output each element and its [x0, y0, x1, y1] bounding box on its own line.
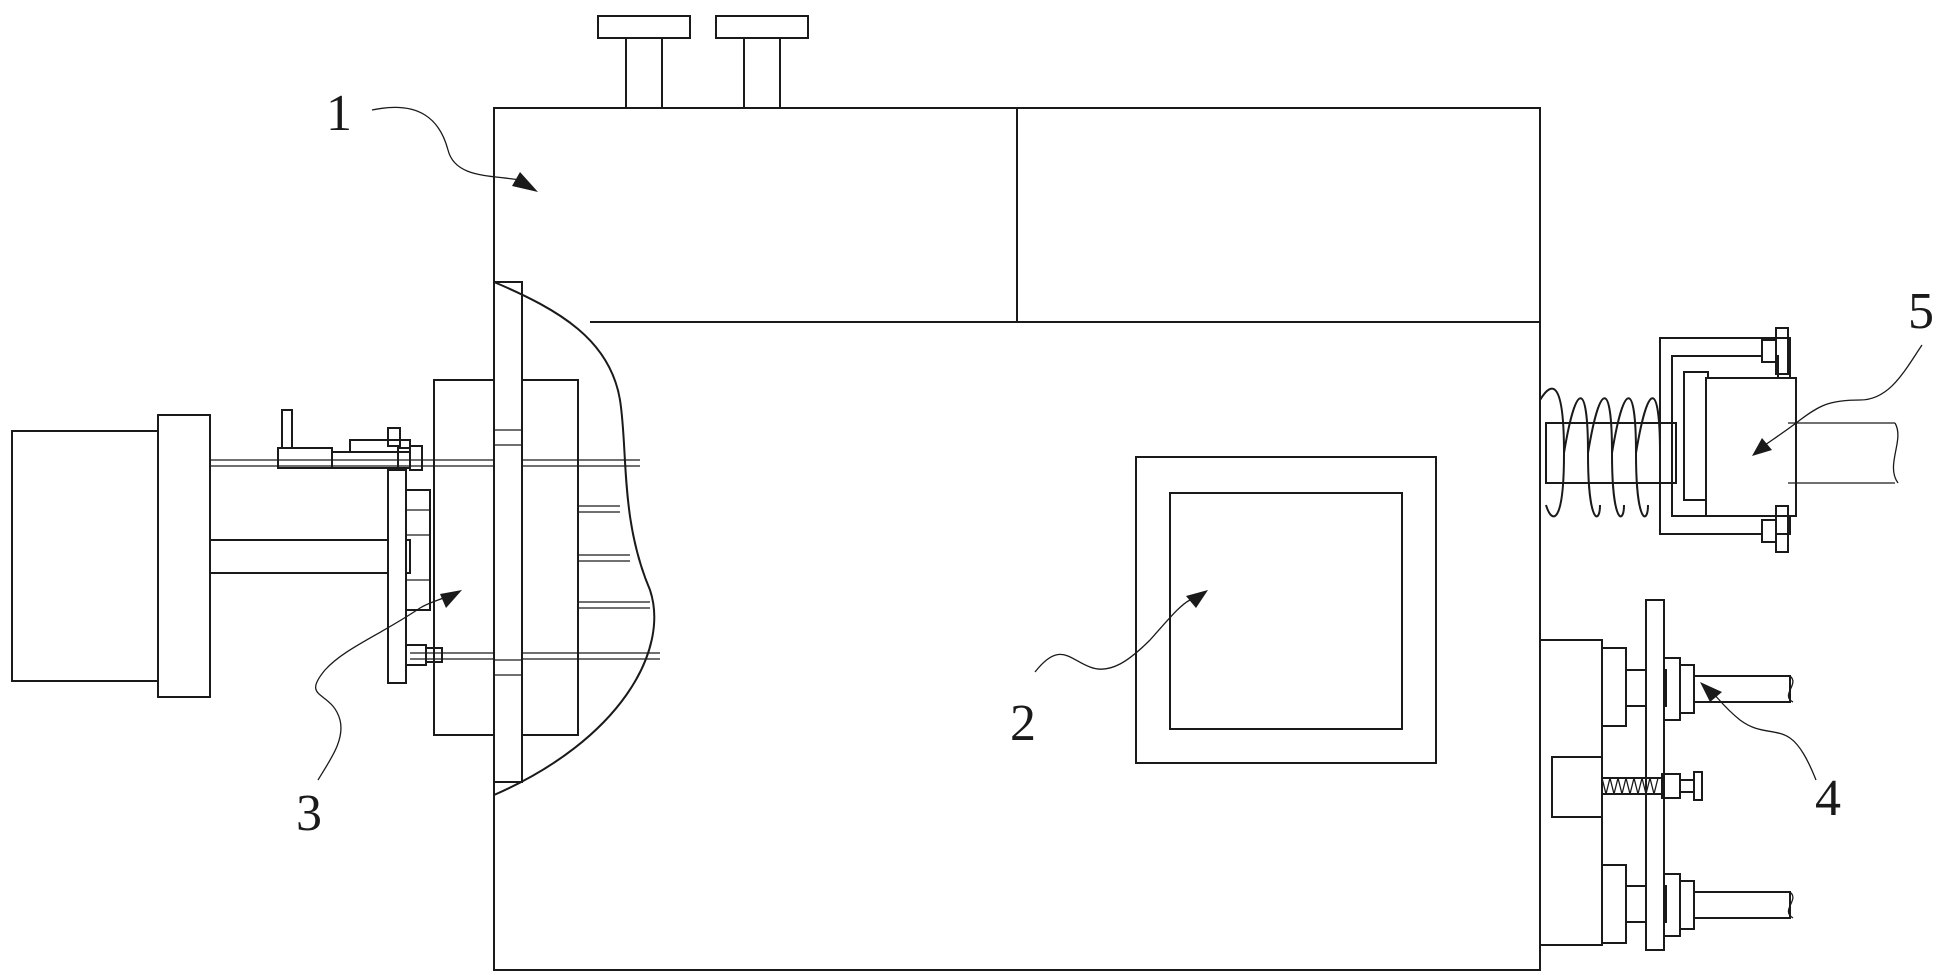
label-part-3: 3 [296, 785, 322, 842]
motor-flange [157, 414, 211, 698]
label-part-1: 1 [326, 85, 352, 142]
arrow-4-head [1700, 682, 1722, 702]
right-lower-mechanism [1539, 599, 1794, 951]
compression-spring [1539, 387, 1661, 518]
motor-body [11, 430, 159, 682]
label-part-5: 5 [1908, 283, 1934, 340]
top-knob-right [715, 15, 809, 109]
arrow-1-head [512, 172, 538, 192]
label-part-4: 4 [1815, 770, 1841, 827]
arrow-5-head [1752, 438, 1772, 456]
arrow-3-head [440, 590, 462, 608]
arrow-2-head [1186, 590, 1208, 608]
mount-block [1539, 639, 1603, 946]
spring-rod-assembly [1539, 327, 1899, 553]
label-part-2: 2 [1010, 695, 1036, 752]
display-window [1135, 456, 1437, 764]
top-knob-left [597, 15, 691, 109]
main-housing [493, 107, 1541, 971]
leader-lines [314, 106, 1923, 781]
left-drive-assembly [11, 281, 660, 796]
